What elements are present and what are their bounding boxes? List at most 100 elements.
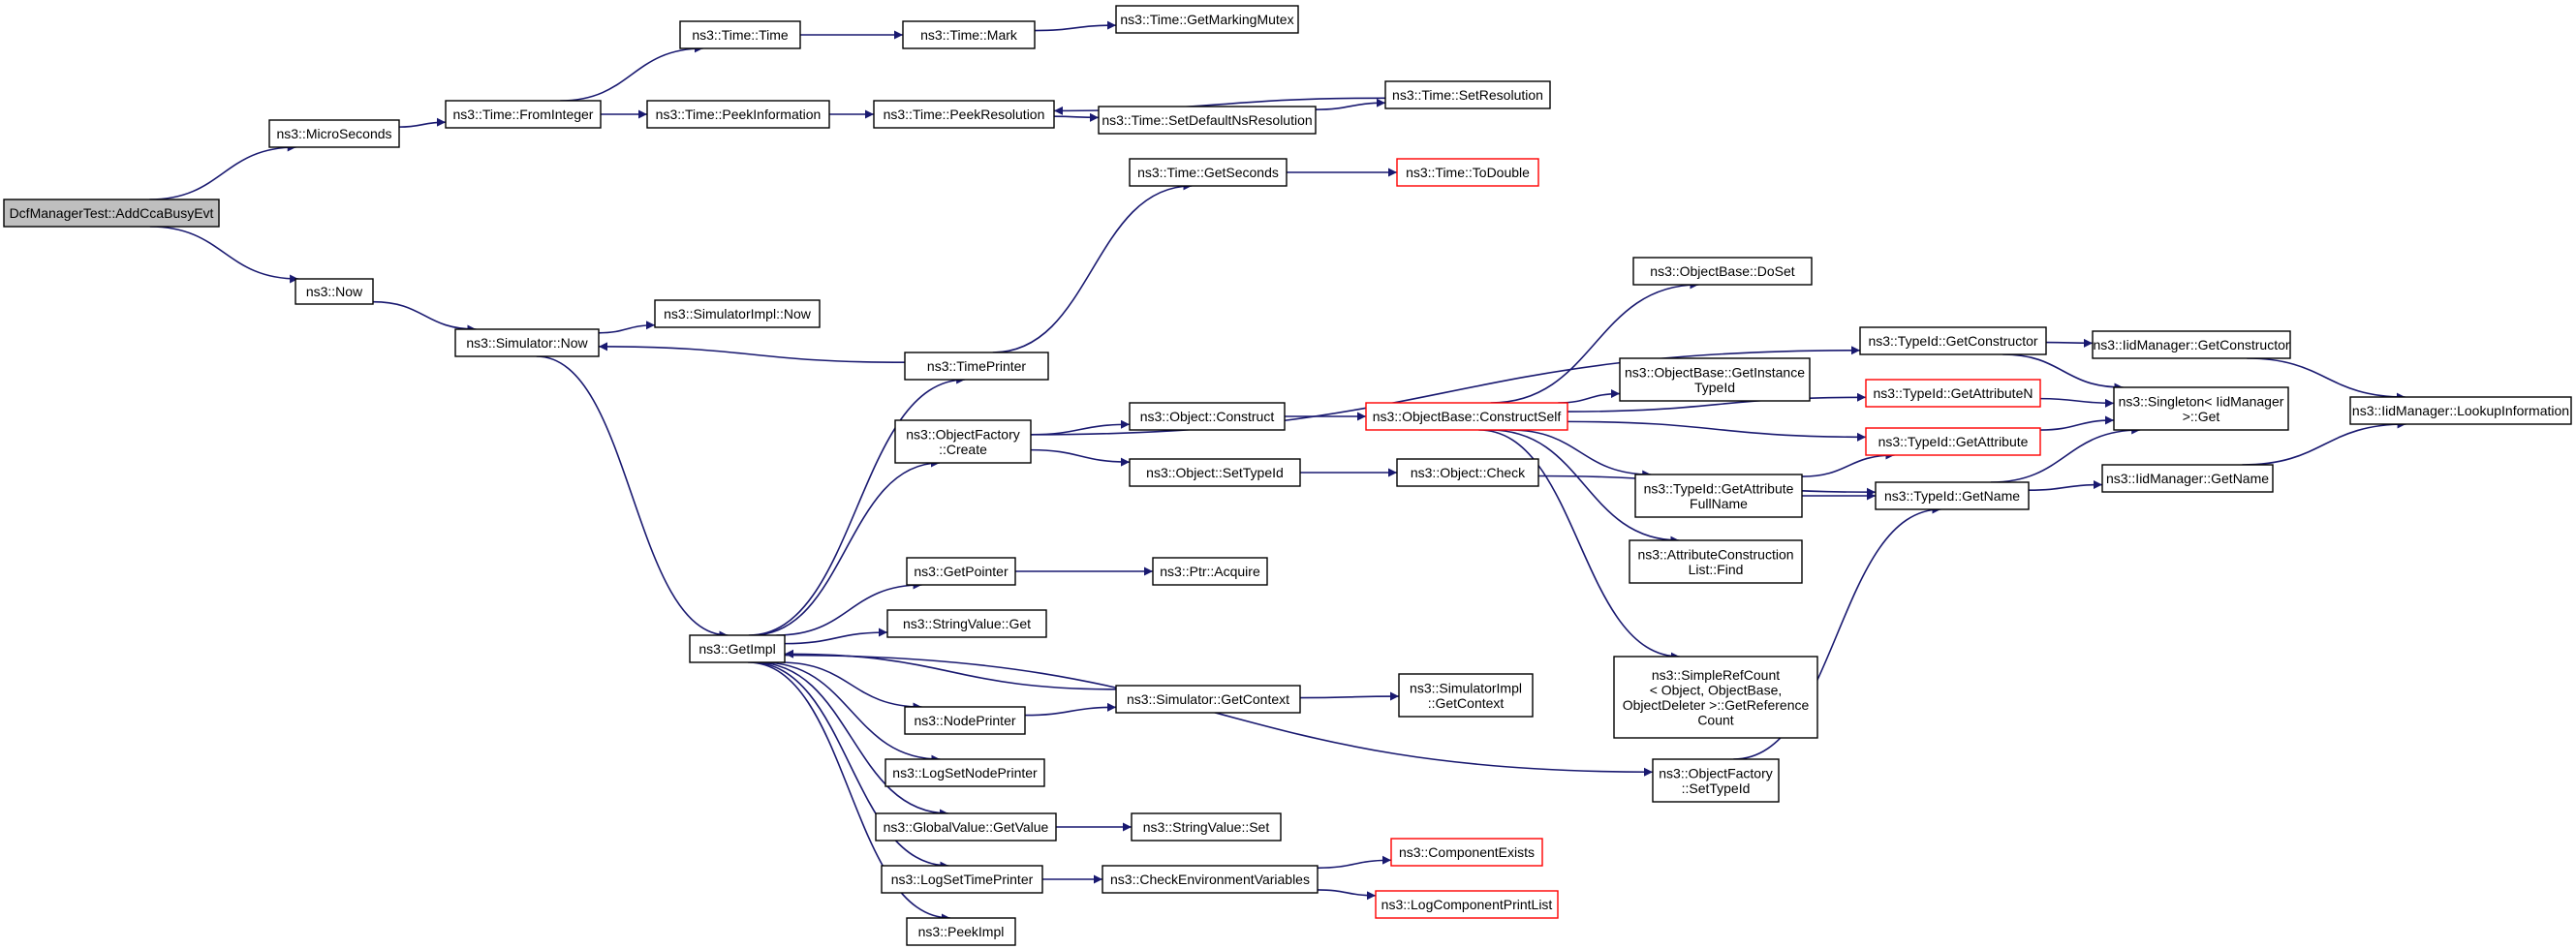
node-mark[interactable]: ns3::Time::Mark (902, 20, 1036, 49)
node-ptracquire[interactable]: ns3::Ptr::Acquire (1152, 557, 1268, 586)
node-label: >::Get (2183, 409, 2220, 424)
node-peekimpl[interactable]: ns3::PeekImpl (906, 917, 1016, 946)
node-objsettypeid[interactable]: ns3::Object::SetTypeId (1129, 458, 1301, 487)
node-now[interactable]: ns3::Now (295, 278, 374, 305)
node-box (904, 352, 1049, 381)
node-iidgetname[interactable]: ns3::IidManager::GetName (2101, 464, 2274, 493)
node-timeprinter[interactable]: ns3::TimePrinter (904, 352, 1049, 381)
edge-nodeprinter-simgetcontext (1024, 702, 1117, 717)
node-nodeprinter[interactable]: ns3::NodePrinter (904, 706, 1026, 735)
edge-getimpl-timeprinter (748, 375, 966, 636)
node-box (445, 100, 602, 129)
node-label: ns3::TimePrinter (927, 358, 1027, 374)
node-doset[interactable]: ns3::ObjectBase::DoSet (1632, 257, 1813, 286)
node-simgetcontext[interactable]: ns3::Simulator::GetContext (1115, 685, 1301, 714)
node-getmarkmutex[interactable]: ns3::Time::GetMarkingMutex (1115, 5, 1299, 34)
edge-getconstructor-singletonget (2002, 353, 2124, 392)
edge-root-micro (149, 142, 296, 200)
node-label: ns3::Time::FromInteger (453, 107, 594, 122)
edge-simnow-simimplnow (598, 321, 656, 334)
node-simimplgetcontext[interactable]: ns3::SimulatorImpl::GetContext (1398, 673, 1534, 718)
node-label: ns3::TypeId::GetAttributeN (1874, 385, 2033, 401)
edge-getconstructor-iidgetconstructor (2045, 338, 2094, 348)
edges (149, 20, 2406, 923)
node-label: ns3::LogSetNodePrinter (892, 765, 1038, 781)
node-box (268, 119, 400, 148)
node-constructself[interactable]: ns3::ObjectBase::ConstructSelf (1365, 402, 1568, 431)
node-lookupinfo[interactable]: ns3::IidManager::LookupInformation (2349, 396, 2572, 425)
node-getimpl[interactable]: ns3::GetImpl (689, 634, 786, 663)
node-box (1634, 474, 1803, 518)
node-box (1619, 357, 1811, 402)
node-box (894, 419, 1032, 464)
node-logsettimeprinter[interactable]: ns3::LogSetTimePrinter (881, 865, 1043, 894)
node-stringvalueset[interactable]: ns3::StringValue::Set (1131, 812, 1282, 842)
edge-typeidgetname-iidgetname (2028, 480, 2103, 491)
node-label: ns3::ObjectFactory (906, 426, 1020, 442)
node-label: ns3::StringValue::Get (903, 616, 1031, 631)
node-box (1865, 427, 2041, 456)
node-box (2349, 396, 2572, 425)
node-getattributen[interactable]: ns3::TypeId::GetAttributeN (1865, 379, 2041, 408)
node-checkenv[interactable]: ns3::CheckEnvironmentVariables (1102, 865, 1319, 894)
node-label: ns3::Time::PeekResolution (884, 107, 1045, 122)
edge-simgetcontext-simimplgetcontext (1299, 691, 1400, 701)
node-box (1131, 812, 1282, 842)
node-simnow[interactable]: ns3::Simulator::Now (454, 328, 600, 357)
node-getpointer[interactable]: ns3::GetPointer (906, 557, 1016, 586)
node-box (1396, 458, 1539, 487)
edge-getimpl-objfactcreate (752, 458, 941, 636)
node-globalvaluegetvalue[interactable]: ns3::GlobalValue::GetValue (875, 812, 1057, 842)
node-iidgetconstructor[interactable]: ns3::IidManager::GetConstructor (2092, 330, 2291, 359)
node-todouble[interactable]: ns3::Time::ToDouble (1396, 158, 1539, 187)
node-objconstruct[interactable]: ns3::Object::Construct (1129, 402, 1286, 431)
node-componentexists[interactable]: ns3::ComponentExists (1390, 838, 1543, 867)
node-box (646, 100, 830, 129)
node-objfactcreate[interactable]: ns3::ObjectFactory::Create (894, 419, 1032, 464)
node-label: ns3::GlobalValue::GetValue (884, 819, 1049, 835)
node-label: ::Create (939, 442, 987, 457)
node-getseconds[interactable]: ns3::Time::GetSeconds (1129, 158, 1288, 187)
node-micro[interactable]: ns3::MicroSeconds (268, 119, 400, 148)
node-label: ns3::ObjectBase::DoSet (1650, 263, 1795, 279)
node-fromint[interactable]: ns3::Time::FromInteger (445, 100, 602, 129)
node-objcheck[interactable]: ns3::Object::Check (1396, 458, 1539, 487)
node-logsetnodeprinter[interactable]: ns3::LogSetNodePrinter (885, 758, 1045, 787)
node-getconstructor[interactable]: ns3::TypeId::GetConstructor (1859, 326, 2047, 355)
node-objfactsettypeid[interactable]: ns3::ObjectFactory::SetTypeId (1652, 758, 1780, 803)
edge-getimpl-getpointer (776, 580, 922, 636)
edge-getimpl-peekimpl (748, 661, 950, 923)
node-simplerefcount[interactable]: ns3::SimpleRefCount< Object, ObjectBase,… (1613, 656, 1818, 739)
node-label: ns3::GetPointer (914, 564, 1009, 579)
node-logcomponentprintlist[interactable]: ns3::LogComponentPrintList (1375, 890, 1559, 919)
node-root[interactable]: DcfManagerTest::AddCcaBusyEvt (3, 199, 220, 228)
node-box (1115, 5, 1299, 34)
node-singletonget[interactable]: ns3::Singleton< IidManager>::Get (2113, 386, 2289, 431)
node-simimplnow[interactable]: ns3::SimulatorImpl::Now (654, 299, 821, 328)
edge-constructself-getinsttypeid (1558, 389, 1621, 404)
node-timetime[interactable]: ns3::Time::Time (679, 20, 801, 49)
node-box (881, 865, 1043, 894)
node-peekres[interactable]: ns3::Time::PeekResolution (873, 100, 1055, 129)
node-peekinfo[interactable]: ns3::Time::PeekInformation (646, 100, 830, 129)
node-box (1875, 481, 2030, 510)
node-label: ns3::Ptr::Acquire (1160, 564, 1260, 579)
node-label: ns3::ObjectBase::GetInstance (1625, 364, 1805, 380)
node-setdefns[interactable]: ns3::Time::SetDefaultNsResolution (1098, 106, 1317, 135)
node-label: ns3::MicroSeconds (276, 126, 391, 141)
node-getattribute[interactable]: ns3::TypeId::GetAttribute (1865, 427, 2041, 456)
edge-objfactsettypeid-typeidgetname (1733, 505, 1941, 760)
node-box (875, 812, 1057, 842)
node-label: ns3::Object::Construct (1140, 409, 1275, 424)
node-stringvalueget[interactable]: ns3::StringValue::Get (886, 609, 1047, 638)
node-label: ns3::Object::SetTypeId (1146, 465, 1284, 480)
node-setres[interactable]: ns3::Time::SetResolution (1384, 80, 1551, 109)
node-label: ns3::Time::GetSeconds (1137, 165, 1279, 180)
node-typeidgetname[interactable]: ns3::TypeId::GetName (1875, 481, 2030, 510)
edge-constructself-getattribute (1567, 420, 1867, 442)
node-box (886, 609, 1047, 638)
node-box (1152, 557, 1268, 586)
